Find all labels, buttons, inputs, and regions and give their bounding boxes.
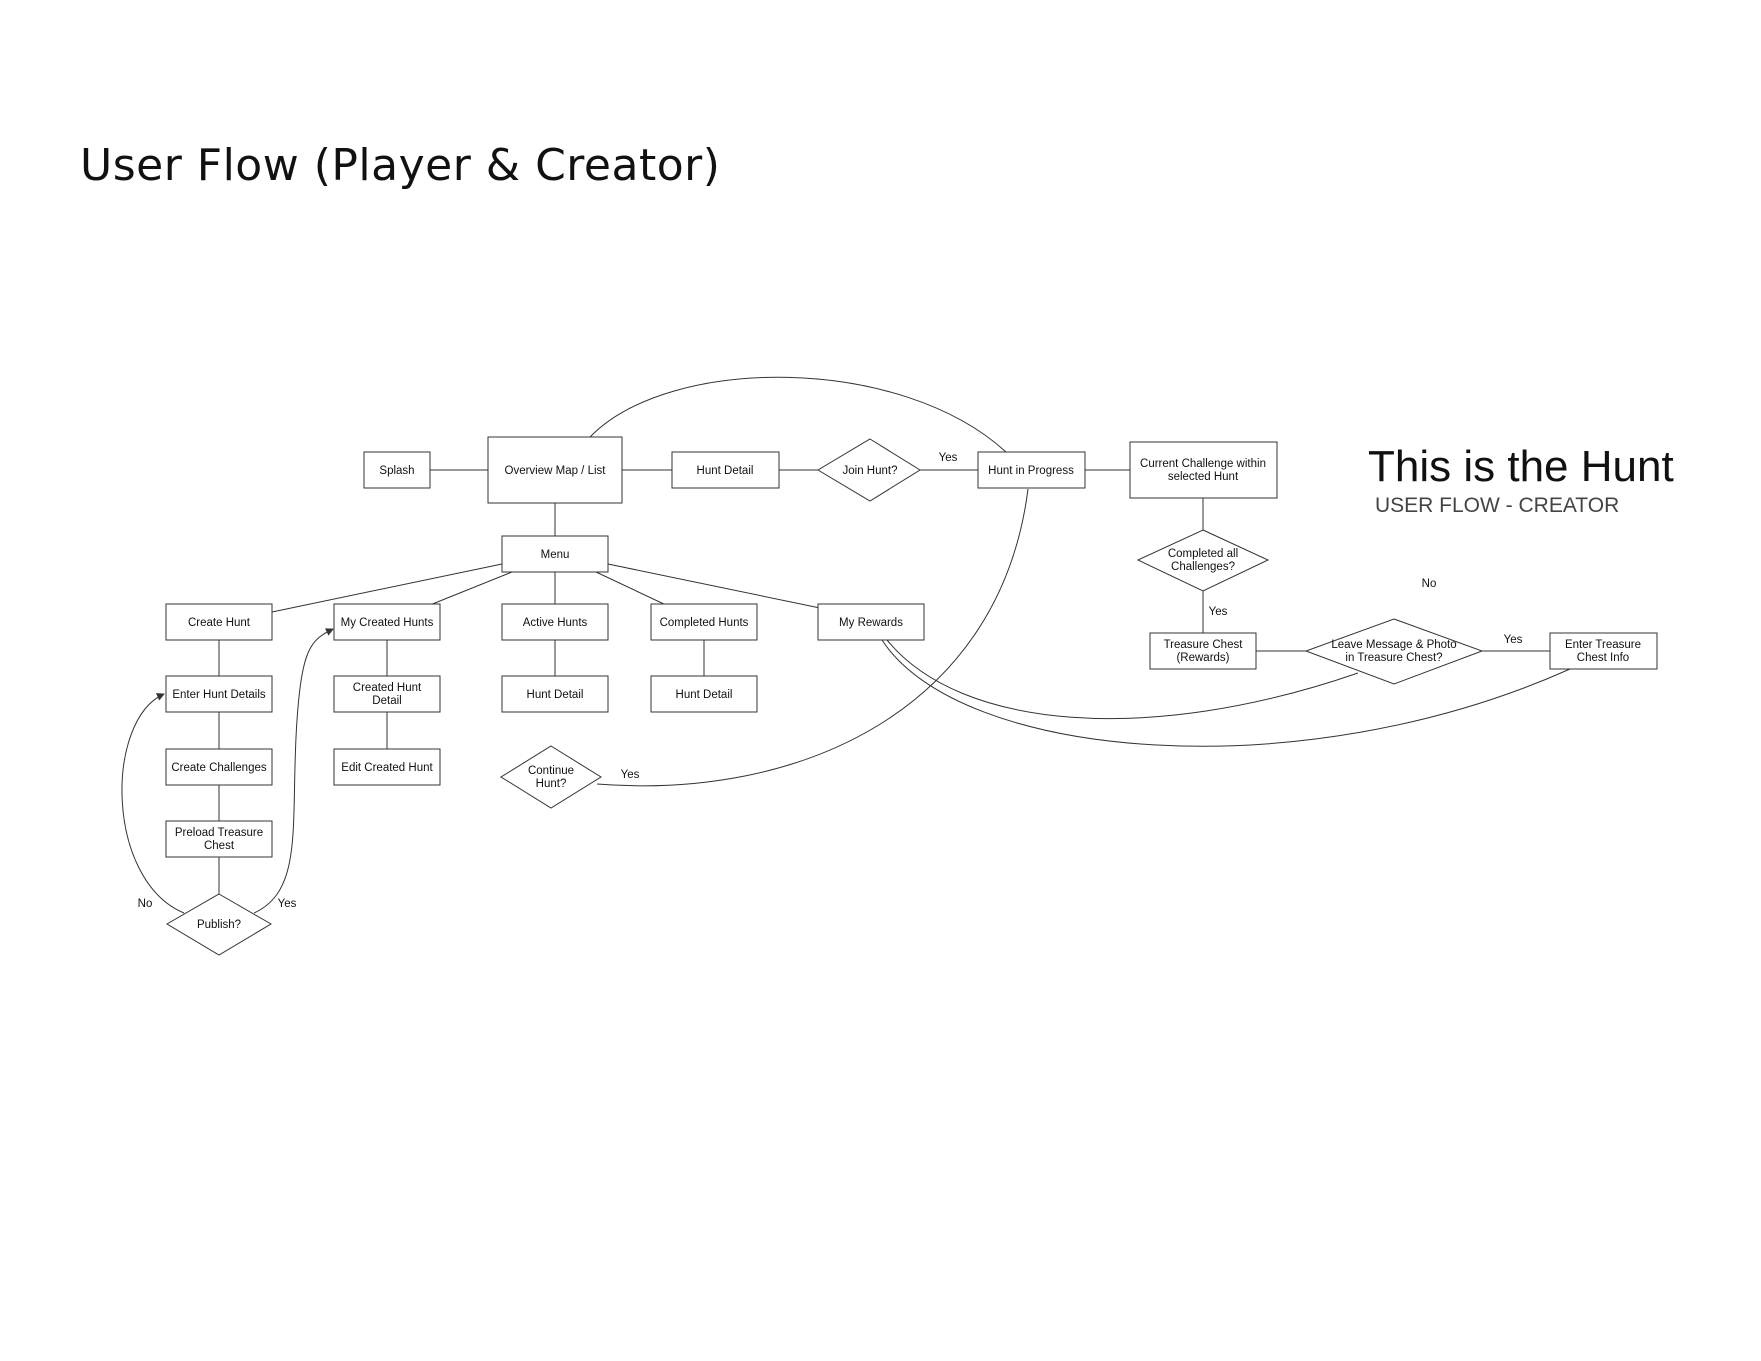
node-label: Overview Map / List	[505, 465, 607, 477]
node-menu: Menu	[501, 535, 609, 573]
node-label: Hunt Detail	[676, 689, 733, 701]
node-create-hunt: Create Hunt	[165, 603, 273, 641]
node-label-line-1: Current Challenge within	[1140, 458, 1266, 470]
decision-leave-message-photo: Leave Message & Photo in Treasure Chest?	[1304, 618, 1484, 685]
node-enter-treasure-chest-info: Enter Treasure Chest Info	[1549, 632, 1658, 670]
edge-label-continue-yes: Yes	[621, 769, 640, 781]
node-splash: Splash	[363, 451, 431, 489]
node-label-line-2: selected Hunt	[1168, 471, 1239, 483]
node-label: Enter Hunt Details	[172, 689, 266, 701]
decision-publish: Publish?	[166, 893, 272, 956]
edge-labels: Yes Yes Yes No No Yes Yes	[138, 452, 1523, 910]
node-label: Hunt in Progress	[988, 465, 1074, 477]
decision-join-hunt: Join Hunt?	[817, 438, 921, 502]
node-label-line-1: Enter Treasure	[1565, 639, 1641, 651]
node-label-line-1: Created Hunt	[353, 682, 422, 694]
node-label: Publish?	[197, 919, 241, 931]
node-label-line-2: Chest	[204, 840, 235, 852]
edge-label-publish-no: No	[138, 898, 153, 910]
edge-rewards-enter	[881, 639, 1571, 747]
node-treasure-chest-rewards: Treasure Chest (Rewards)	[1149, 632, 1257, 670]
node-label: My Created Hunts	[341, 617, 434, 629]
node-edit-created-hunt: Edit Created Hunt	[333, 748, 441, 786]
node-active-hunts: Active Hunts	[501, 603, 609, 641]
decision-continue-hunt: Continue Hunt?	[500, 745, 602, 809]
node-label: Splash	[379, 465, 414, 477]
node-hunt-detail-top: Hunt Detail	[671, 451, 780, 489]
edge-publish-no-loop	[121, 693, 185, 914]
node-preload-treasure-chest: Preload Treasure Chest	[165, 820, 273, 858]
edge-menu-mycreated	[429, 571, 513, 606]
node-label-line-2: in Treasure Chest?	[1345, 652, 1442, 664]
node-created-hunt-detail: Created Hunt Detail	[333, 675, 441, 713]
edge-menu-rewards	[607, 563, 821, 609]
node-label: Create Hunt	[188, 617, 251, 629]
node-enter-hunt-details: Enter Hunt Details	[165, 675, 273, 713]
node-active-hunt-detail: Hunt Detail	[501, 675, 609, 713]
brand-subtitle: USER FLOW - CREATOR	[1375, 494, 1619, 517]
edge-menu-completed	[595, 571, 667, 606]
node-label: Menu	[541, 549, 570, 561]
node-label: Completed Hunts	[660, 617, 749, 629]
edge-label-publish-yes: Yes	[278, 898, 297, 910]
edge-overview-progress-arc	[589, 376, 1007, 453]
node-label-line-2: Detail	[372, 695, 401, 707]
edge-label-completed-yes: Yes	[1209, 606, 1228, 618]
edge-label-join-yes: Yes	[939, 452, 958, 464]
node-label-line-2: Chest Info	[1577, 652, 1629, 664]
node-label: Edit Created Hunt	[341, 762, 433, 774]
decision-completed-all-challenges: Completed all Challenges?	[1136, 529, 1270, 592]
node-label-line-1: Completed all	[1168, 548, 1238, 560]
node-label-line-1: Treasure Chest	[1164, 639, 1244, 651]
node-label-line-1: Preload Treasure	[175, 827, 263, 839]
node-label-line-2: Challenges?	[1171, 561, 1235, 573]
node-hunt-in-progress: Hunt in Progress	[977, 451, 1086, 489]
node-label: My Rewards	[839, 617, 903, 629]
node-label-line-2: Hunt?	[536, 778, 567, 790]
node-label: Join Hunt?	[843, 465, 898, 477]
node-my-created-hunts: My Created Hunts	[333, 603, 441, 641]
edge-label-leave-yes: Yes	[1504, 634, 1523, 646]
edge-label-leave-no: No	[1422, 578, 1437, 590]
edge-rewards-leave	[886, 639, 1359, 720]
edge-publish-yes-loop	[253, 628, 334, 914]
node-completed-hunt-detail: Hunt Detail	[650, 675, 758, 713]
node-create-challenges: Create Challenges	[165, 748, 273, 786]
brand-title: This is the Hunt	[1368, 442, 1674, 491]
node-label: Create Challenges	[171, 762, 267, 774]
node-label: Active Hunts	[523, 617, 588, 629]
node-label: Hunt Detail	[697, 465, 754, 477]
edge-continue-progress	[596, 488, 1029, 787]
node-current-challenge: Current Challenge within selected Hunt	[1129, 441, 1278, 499]
node-completed-hunts: Completed Hunts	[650, 603, 758, 641]
edge-menu-createhunt	[271, 563, 503, 613]
node-label-line-1: Leave Message & Photo	[1331, 639, 1456, 651]
node-my-rewards: My Rewards	[817, 603, 925, 641]
edges	[121, 376, 1571, 914]
node-label: Hunt Detail	[527, 689, 584, 701]
node-label-line-1: Continue	[528, 765, 574, 777]
node-label-line-2: (Rewards)	[1176, 652, 1229, 664]
node-overview-map-list: Overview Map / List	[487, 436, 623, 504]
page-title: User Flow (Player & Creator)	[80, 140, 721, 191]
